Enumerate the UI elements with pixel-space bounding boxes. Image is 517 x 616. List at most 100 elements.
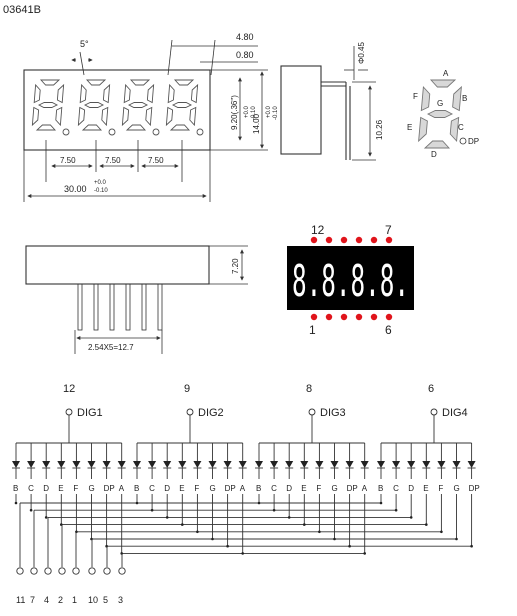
led-diode xyxy=(255,461,263,468)
led-diode xyxy=(330,461,339,468)
segment-label: F xyxy=(316,484,321,493)
pin-label-6: 6 xyxy=(385,323,392,337)
legend-label-b: B xyxy=(462,94,467,103)
segment-pin-number: 1 xyxy=(72,595,77,605)
segment-label: DP xyxy=(347,484,358,493)
led-diode xyxy=(42,461,51,468)
segment-label: D xyxy=(286,484,292,493)
pin-label-12: 12 xyxy=(311,223,325,237)
pin-dot xyxy=(310,313,318,321)
segment-label: B xyxy=(134,484,139,493)
led-diode xyxy=(377,461,385,468)
pin xyxy=(109,283,115,331)
led-diode xyxy=(87,461,96,468)
pin-diameter: Φ0.45 xyxy=(357,41,366,64)
pin-terminal xyxy=(118,567,126,575)
led-diode xyxy=(437,461,446,468)
digit-label: DIG4 xyxy=(442,407,468,419)
pin-dot xyxy=(385,313,393,321)
segment-label: G xyxy=(332,484,338,493)
dim-height-tol-plus: +0.0 xyxy=(266,105,272,118)
segment-label: C xyxy=(28,484,34,493)
front-decimal-point xyxy=(108,128,116,136)
segment-label: C xyxy=(271,484,277,493)
bottom-view: 7.20 2.54X5=12.7 xyxy=(25,245,248,354)
pin-dot xyxy=(370,236,378,244)
led-diode xyxy=(12,461,20,468)
segment-label: D xyxy=(43,484,49,493)
led-diode xyxy=(223,461,232,468)
front-digit xyxy=(31,79,65,131)
led-diode xyxy=(270,461,279,468)
pin-terminal xyxy=(30,567,38,575)
led-diode xyxy=(300,461,309,468)
led-diode xyxy=(285,461,294,468)
pin xyxy=(141,283,147,331)
segment-label: A xyxy=(362,484,368,493)
pin-dot xyxy=(325,236,333,244)
led-diode xyxy=(117,461,126,468)
pin xyxy=(93,283,99,331)
pin-terminal xyxy=(16,567,24,575)
pin-dot xyxy=(325,313,333,321)
led-diode xyxy=(345,461,354,468)
led-diode xyxy=(360,461,369,468)
pin-dot xyxy=(310,236,318,244)
front-decimal-point xyxy=(196,128,204,136)
led-diode xyxy=(407,461,416,468)
segment-label: D xyxy=(408,484,414,493)
display-digits: 8.8.8.8. xyxy=(292,256,409,307)
bottom-pins xyxy=(77,283,163,331)
front-decimal-point xyxy=(62,128,70,136)
pin-pitch: 2.54X5=12.7 xyxy=(88,343,134,352)
dim-digit-height: 9.20(.36") xyxy=(230,95,239,130)
front-digit xyxy=(165,79,199,131)
segment-pin-number: 11 xyxy=(16,595,25,605)
segment-label: E xyxy=(301,484,306,493)
pin-dot xyxy=(355,313,363,321)
led-diode xyxy=(315,461,324,468)
pin-dot xyxy=(355,236,363,244)
led-diode xyxy=(102,461,111,468)
pin xyxy=(77,283,83,331)
front-decimal-point xyxy=(152,128,160,136)
led-diode xyxy=(193,461,202,468)
segment-label: F xyxy=(194,484,199,493)
bottom-height: 7.20 xyxy=(231,258,240,274)
segment-label: C xyxy=(393,484,399,493)
segment-label: G xyxy=(454,484,460,493)
segment-label: DP xyxy=(104,484,115,493)
segment-label: G xyxy=(89,484,95,493)
segment-label: A xyxy=(240,484,246,493)
digit-label: DIG1 xyxy=(77,407,103,419)
dim-height: 14.00 xyxy=(252,113,261,134)
led-diode xyxy=(467,461,476,468)
led-diode xyxy=(57,461,66,468)
led-diode xyxy=(422,461,431,468)
pin-label-7: 7 xyxy=(385,223,392,237)
dim-height-tol-minus: -0.10 xyxy=(273,106,279,120)
segment-label: B xyxy=(256,484,261,493)
front-digit xyxy=(121,79,155,131)
dim-digit-tol-minus: -0.10 xyxy=(251,106,257,120)
legend-label-c: C xyxy=(458,123,464,132)
front-view: 5° 4.80 0.80 9.20(.36") +0.0 -0.10 14.00… xyxy=(23,32,279,202)
pin-terminal xyxy=(103,567,111,575)
dim-width-tol-minus: -0.10 xyxy=(94,188,108,194)
led-diode xyxy=(452,461,461,468)
pin-terminal xyxy=(88,567,96,575)
pin xyxy=(125,283,131,331)
segment-label: F xyxy=(438,484,443,493)
legend-seven-segment xyxy=(418,79,462,149)
part-number: 03641B xyxy=(3,4,41,16)
front-digits xyxy=(31,79,204,136)
led-diode xyxy=(392,461,401,468)
dim-width: 30.00 xyxy=(64,184,87,194)
segment-label: G xyxy=(210,484,216,493)
